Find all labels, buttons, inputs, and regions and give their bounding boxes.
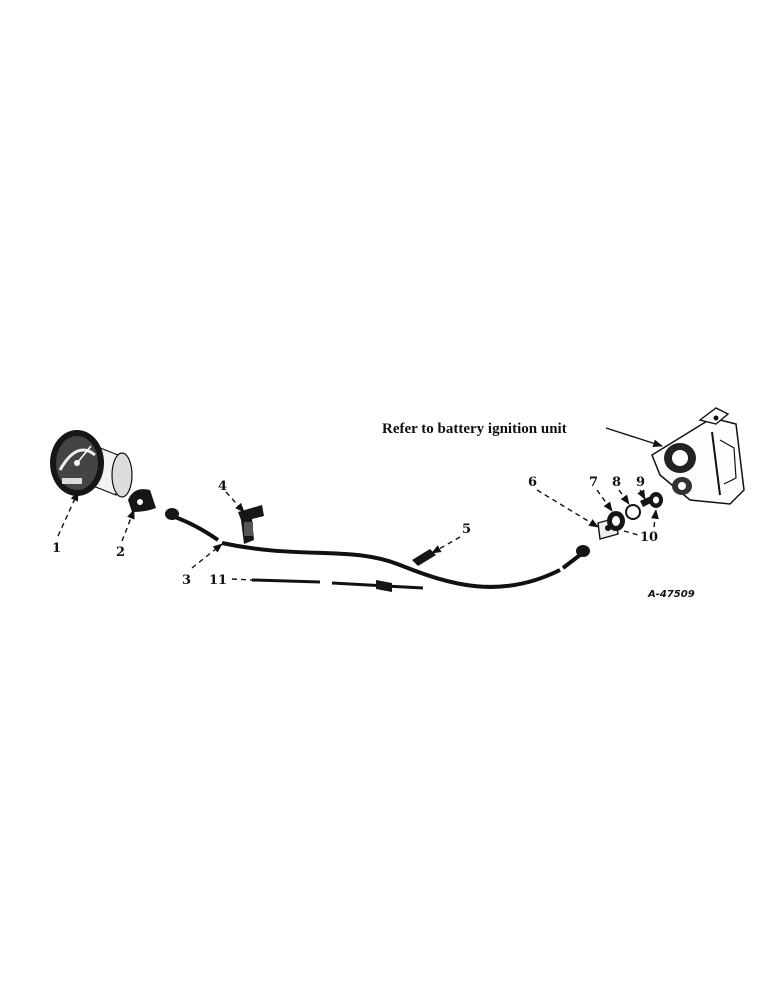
figure-code: A-47509 — [647, 589, 695, 600]
leader-5 — [431, 536, 461, 554]
callout-10: 10 — [640, 530, 658, 545]
leader-2 — [121, 509, 135, 542]
tachometer-gauge-icon — [50, 430, 133, 498]
drive-cable-icon — [165, 508, 590, 589]
callout-8: 8 — [612, 475, 621, 490]
callout-9: 9 — [636, 475, 645, 490]
leader-10 — [651, 509, 659, 528]
callout-6: 6 — [528, 475, 537, 490]
leader-3 — [191, 543, 223, 569]
mounting-bracket-icon — [128, 489, 156, 512]
leader-7 — [596, 489, 613, 512]
leader-1 — [57, 491, 79, 537]
inner-shaft-icon — [251, 578, 424, 592]
leader-lines — [57, 427, 663, 581]
gear-icon — [649, 492, 663, 508]
reference-arrow — [605, 427, 663, 448]
callout-11: 11 — [209, 573, 227, 588]
cable-clip-icon — [238, 505, 264, 544]
callout-7: 7 — [589, 475, 598, 490]
leader-8 — [618, 489, 630, 505]
callout-2: 2 — [116, 545, 125, 560]
leader-9 — [637, 489, 646, 500]
leader-6 — [536, 489, 599, 528]
adapter-icon — [607, 511, 625, 531]
leader-4 — [225, 491, 245, 513]
distributor-housing-icon — [651, 407, 745, 505]
small-clip-icon — [412, 549, 436, 566]
leader-10b — [623, 530, 639, 536]
ring-icon — [625, 504, 641, 520]
callout-4: 4 — [218, 479, 227, 494]
callout-5: 5 — [462, 522, 471, 537]
reference-note: Refer to battery ignition unit — [382, 421, 567, 437]
callout-1: 1 — [52, 541, 61, 556]
leader-11 — [231, 578, 253, 581]
callout-3: 3 — [182, 573, 191, 588]
